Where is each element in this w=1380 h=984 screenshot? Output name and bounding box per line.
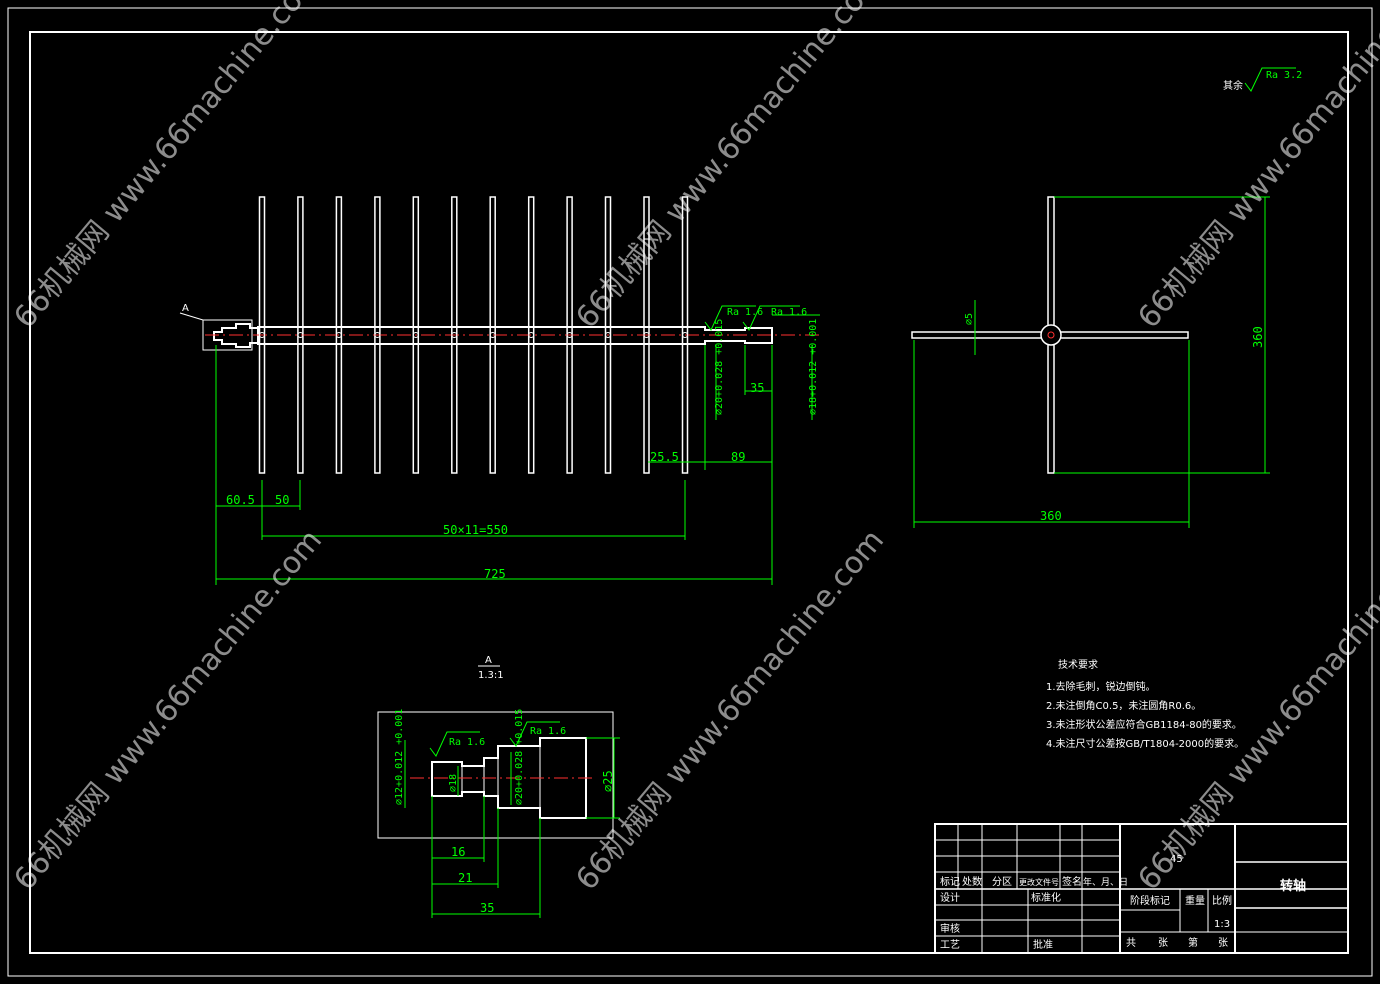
finger-hub: [605, 332, 611, 338]
tb-doc-no: 更改文件号: [1019, 877, 1059, 887]
shaft-body: [257, 326, 773, 345]
finger-hubs: [259, 332, 688, 338]
dim-phi18: ⌀18+0.012 +0.001: [808, 319, 819, 415]
tech-item-3: 3.未注形状公差应符合GB1184-80的要求。: [1046, 718, 1242, 731]
tb-design: 设计: [940, 891, 960, 904]
tb-scale-value: 1:3: [1214, 919, 1230, 930]
dim-detail-phi18: ⌀18: [448, 774, 459, 792]
tech-item-2: 2.未注倒角C0.5，未注圆角R0.6。: [1046, 699, 1201, 712]
sheet-inner-border: [29, 31, 1349, 954]
technical-requirements: 技术要求 1.去除毛刺，锐边倒钝。 2.未注倒角C0.5，未注圆角R0.6。 3…: [1046, 658, 1244, 750]
dim-360-vertical: 360: [1251, 326, 1265, 348]
dim-35-main: 35: [750, 381, 764, 395]
shaft-end-view: 360 360 ⌀5: [911, 196, 1270, 528]
dim-detail-16: 16: [451, 845, 465, 859]
finger-hub: [566, 332, 573, 338]
watermark-3: 66机械网 www.66machine.com: [1131, 0, 1380, 335]
finger-hub: [643, 332, 650, 338]
finger-hub: [489, 332, 496, 338]
detail-a-frame: [202, 319, 253, 351]
shaft-left-journal: [213, 323, 258, 348]
tb-date: 年、月、日: [1083, 876, 1128, 888]
dim-detail-phi20: ⌀20+0.028 +0.015: [514, 709, 525, 805]
tb-approve: 批准: [1033, 938, 1053, 951]
tb-sheets-2: 张: [1218, 937, 1228, 949]
tech-heading: 技术要求: [1058, 658, 1098, 671]
dim-725: 725: [484, 567, 506, 581]
finger-hub: [297, 332, 304, 338]
tb-sign: 签名: [1062, 875, 1082, 888]
tb-total: 共: [1126, 937, 1136, 949]
tb-scale: 比例: [1212, 894, 1232, 907]
roughness-note: 其余 Ra 3.2: [1223, 67, 1302, 92]
roughness-right-2: Ra 1.6: [771, 307, 807, 318]
detail-a-view: A 1.3:1 Ra 1.6 Ra 1.6 ⌀12+0.012 +0.001 ⌀…: [377, 655, 620, 918]
roughness-note-value: Ra 3.2: [1266, 70, 1302, 81]
title-block: [934, 823, 1349, 954]
dim-phi20: ⌀20+0.028 +0.015: [714, 319, 725, 415]
finger-hub: [451, 332, 458, 338]
dim-phi5: ⌀5: [964, 313, 975, 325]
dim-60-5: 60.5: [226, 493, 255, 507]
detail-roughness-2: Ra 1.6: [530, 726, 566, 737]
finger-hub: [259, 332, 265, 338]
roughness-right-1: Ra 1.6: [727, 307, 763, 318]
watermark-2: 66机械网 www.66machine.com: [569, 0, 891, 335]
roughness-note-label: 其余: [1223, 79, 1243, 92]
tb-marks: 标记: [940, 876, 960, 888]
tb-review: 审核: [940, 922, 960, 935]
finger-hub: [335, 332, 342, 338]
dim-50: 50: [275, 493, 289, 507]
tb-standard: 标准化: [1031, 891, 1061, 904]
watermarks: 66机械网 www.66machine.com 66机械网 www.66mach…: [7, 0, 1380, 897]
detail-a-title: A: [485, 655, 492, 666]
finger-hub: [682, 332, 688, 338]
tb-sheets: 张: [1158, 937, 1168, 949]
tb-zone: 分区: [992, 876, 1012, 888]
detail-a-leader-label: A: [182, 303, 189, 314]
dim-detail-phi25: ⌀25: [601, 770, 615, 792]
dim-360-horizontal: 360: [1040, 509, 1062, 523]
finger-hub: [412, 332, 419, 338]
dim-detail-21: 21: [458, 871, 472, 885]
dim-detail-35: 35: [480, 901, 494, 915]
watermark-1: 66机械网 www.66machine.com: [7, 0, 329, 335]
detail-roughness-1: Ra 1.6: [449, 737, 485, 748]
detail-a-scale: 1.3:1: [478, 670, 504, 681]
dim-89: 89: [731, 450, 745, 464]
finger-hub: [528, 332, 535, 338]
tb-material: 45: [1170, 854, 1183, 865]
tb-count: 处数: [962, 875, 982, 888]
tb-stage-mark: 阶段标记: [1130, 894, 1170, 907]
tech-item-1: 1.去除毛刺，锐边倒钝。: [1046, 680, 1156, 693]
tb-process: 工艺: [940, 939, 960, 951]
tech-item-4: 4.未注尺寸公差按GB/T1804-2000的要求。: [1046, 737, 1244, 750]
sheet-outer-border: [7, 7, 1373, 977]
watermark-4: 66机械网 www.66machine.com: [7, 523, 329, 897]
dim-25-5: 25.5: [650, 450, 679, 464]
finger-hub: [374, 332, 381, 338]
tb-sheet-no: 第: [1188, 936, 1198, 949]
title-block-text: 标记 处数 分区 更改文件号 签名 年、月、日 设计 标准化 审核 工艺 批准 …: [940, 854, 1306, 951]
tb-drawing-title: 转轴: [1280, 878, 1306, 894]
dim-pitch: 50×11=550: [443, 523, 508, 537]
dim-detail-phi12: ⌀12+0.012 +0.001: [394, 709, 405, 805]
shaft-main-view: A Ra 1.6 Ra 1.6 ⌀20+0.028 +0.015 ⌀18+0.0…: [179, 196, 820, 585]
tb-weight: 重量: [1185, 894, 1205, 907]
